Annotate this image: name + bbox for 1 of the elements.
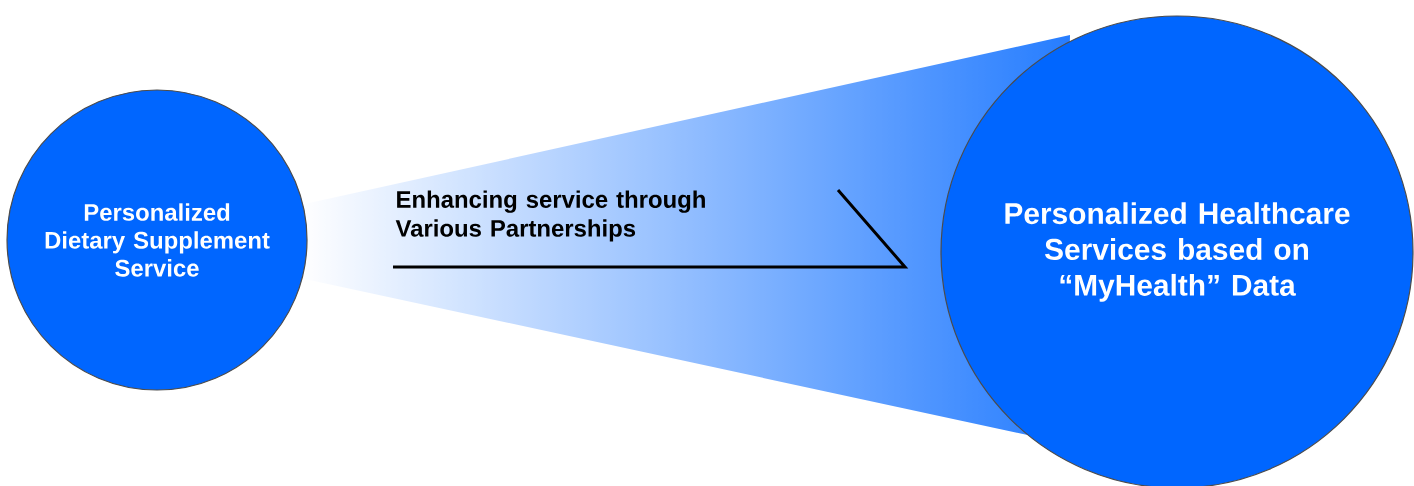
arrow-label: Enhancing service through Various Partnerships	[395, 190, 705, 242]
